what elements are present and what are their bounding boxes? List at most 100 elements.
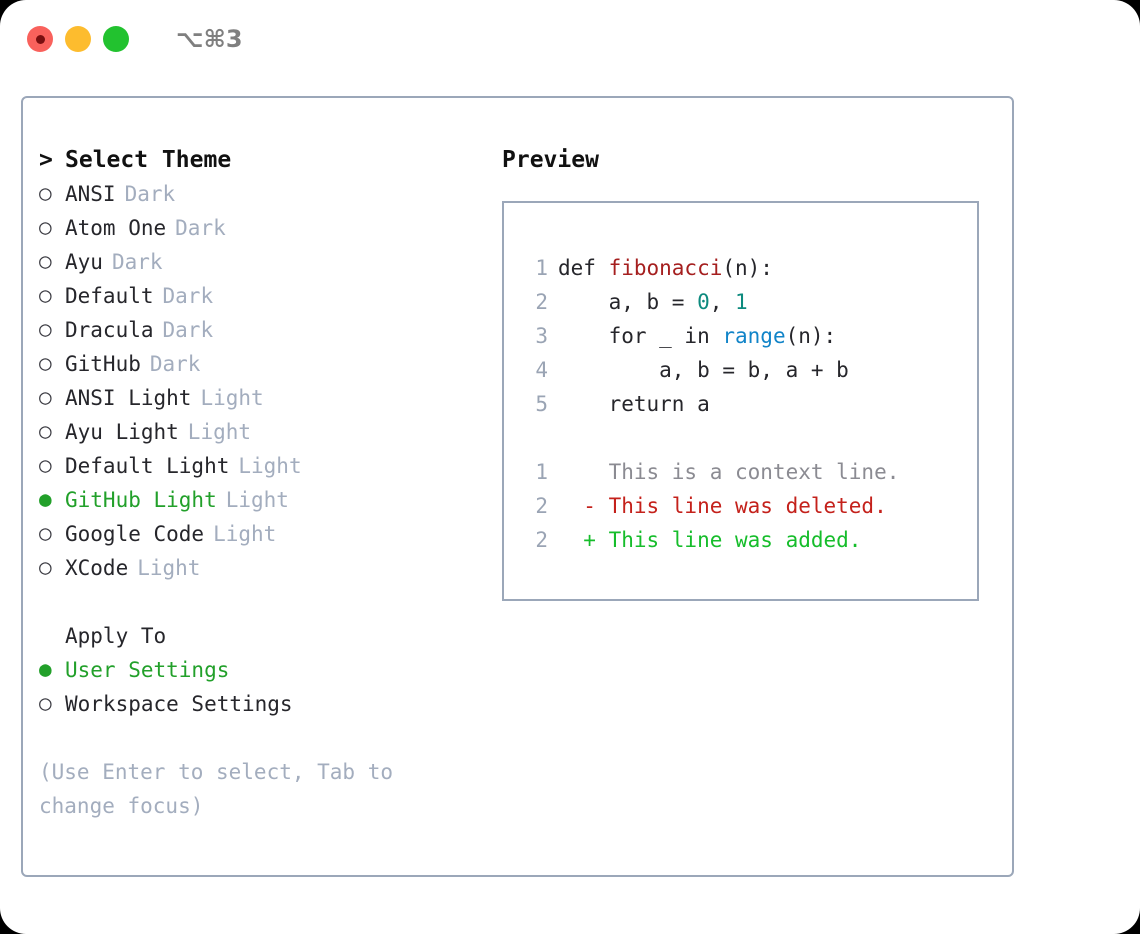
- code-token: for _ in: [558, 324, 723, 348]
- radio-unselected-icon: ○: [39, 555, 52, 579]
- diff-line-ctx: 1 This is a context line.: [522, 455, 977, 489]
- diff-line-del: 2 - This line was deleted.: [522, 489, 977, 523]
- diff-line-text: - This line was deleted.: [558, 494, 887, 518]
- theme-variant-label: Light: [200, 386, 264, 410]
- code-token: range: [722, 324, 786, 348]
- code-token: a, b = b, a + b: [558, 358, 849, 382]
- window-controls: [27, 26, 129, 52]
- diff-line-text: This is a context line.: [558, 460, 900, 484]
- theme-option-label: Default Light: [65, 454, 230, 478]
- radio-unselected-icon: ○: [39, 317, 52, 341]
- code-token: ,: [709, 290, 736, 314]
- theme-option-ansi-light[interactable]: ○ ANSI Light Light: [39, 381, 483, 415]
- theme-variant-label: Dark: [149, 352, 201, 376]
- apply-to-heading: Apply To: [65, 624, 167, 648]
- minimize-button-icon[interactable]: [65, 26, 91, 52]
- code-token: a, b =: [558, 290, 698, 314]
- code-line: 5 return a: [522, 387, 977, 421]
- theme-variant-label: Light: [213, 522, 277, 546]
- code-token: 1: [735, 290, 748, 314]
- theme-option-ansi[interactable]: ○ ANSI Dark: [39, 177, 483, 211]
- line-number: 5: [535, 392, 548, 416]
- theme-variant-label: Light: [187, 420, 252, 444]
- radio-unselected-icon: ○: [39, 181, 52, 205]
- maximize-button-icon[interactable]: [103, 26, 129, 52]
- theme-option-xcode[interactable]: ○ XCode Light: [39, 551, 483, 585]
- theme-option-label: ANSI: [65, 182, 116, 206]
- theme-option-google-code[interactable]: ○ Google Code Light: [39, 517, 483, 551]
- radio-selected-icon: ●: [39, 487, 52, 511]
- theme-option-label: GitHub: [65, 352, 141, 376]
- keyboard-shortcut-label: ⌥⌘3: [176, 25, 243, 53]
- keyboard-hint-text: (Use Enter to select, Tab to change focu…: [39, 760, 394, 818]
- theme-variant-label: Dark: [162, 284, 214, 308]
- theme-option-default[interactable]: ○ Default Dark: [39, 279, 483, 313]
- close-dot-icon: [35, 34, 45, 44]
- code-token: def: [558, 256, 609, 280]
- code-line: 3 for _ in range(n):: [522, 319, 977, 353]
- page-title: Select Theme: [65, 147, 232, 173]
- theme-variant-label: Dark: [124, 182, 176, 206]
- radio-unselected-icon: ○: [39, 215, 52, 239]
- theme-option-label: XCode: [65, 556, 129, 580]
- apply-to-option-workspace-settings[interactable]: ○ Workspace Settings: [39, 687, 483, 721]
- theme-option-label: Google Code: [65, 522, 205, 546]
- diff-line-add: 2 + This line was added.: [522, 523, 977, 557]
- theme-option-label: Dracula: [65, 318, 154, 342]
- theme-option-label: ANSI Light: [65, 386, 192, 410]
- theme-option-label: GitHub Light: [65, 488, 217, 512]
- close-button-icon[interactable]: [27, 26, 53, 52]
- theme-variant-label: Light: [225, 488, 289, 512]
- line-number: 2: [535, 528, 548, 552]
- radio-unselected-icon: ○: [39, 521, 52, 545]
- radio-unselected-icon: ○: [39, 385, 52, 409]
- titlebar: ⌥⌘3: [0, 0, 1140, 78]
- list-spacer: [39, 585, 483, 619]
- radio-unselected-icon: ○: [39, 283, 52, 307]
- theme-option-default-light[interactable]: ○ Default Light Light: [39, 449, 483, 483]
- theme-option-github[interactable]: ○ GitHub Dark: [39, 347, 483, 381]
- radio-unselected-icon: ○: [39, 249, 52, 273]
- code-token: (n):: [722, 256, 773, 280]
- radio-unselected-icon: ○: [39, 351, 52, 375]
- preview-heading: Preview: [502, 147, 599, 173]
- theme-option-label: Atom One: [65, 216, 167, 240]
- apply-to-option-label: Workspace Settings: [65, 692, 293, 716]
- code-token: fibonacci: [608, 256, 723, 280]
- radio-unselected-icon: ○: [39, 453, 52, 477]
- preview-gap: [522, 421, 977, 455]
- theme-variant-label: Light: [137, 556, 201, 580]
- apply-to-option-label: User Settings: [65, 658, 230, 682]
- radio-unselected-icon: ○: [39, 691, 52, 715]
- theme-option-dracula[interactable]: ○ Dracula Dark: [39, 313, 483, 347]
- apply-to-list: ●User Settings ○ Workspace Settings: [39, 653, 483, 721]
- line-number: 4: [535, 358, 548, 382]
- line-number: 2: [535, 290, 548, 314]
- apply-to-option-user-settings[interactable]: ●User Settings: [39, 653, 483, 687]
- line-number: 1: [535, 460, 548, 484]
- radio-unselected-icon: ○: [39, 419, 52, 443]
- diff-line-text: + This line was added.: [558, 528, 862, 552]
- theme-option-github-light[interactable]: ● GitHub Light Light: [39, 483, 483, 517]
- code-token: (n):: [785, 324, 837, 348]
- prompt-caret-icon: >: [39, 147, 53, 173]
- theme-variant-label: Light: [238, 454, 302, 478]
- diff-sample: 1 This is a context line.2 - This line w…: [522, 455, 977, 557]
- theme-option-label: Default: [65, 284, 154, 308]
- code-token: return a: [558, 392, 710, 416]
- theme-variant-label: Dark: [162, 318, 214, 342]
- code-line: 4 a, b = b, a + b: [522, 353, 977, 387]
- theme-variant-label: Dark: [111, 250, 163, 274]
- line-number: 2: [535, 494, 548, 518]
